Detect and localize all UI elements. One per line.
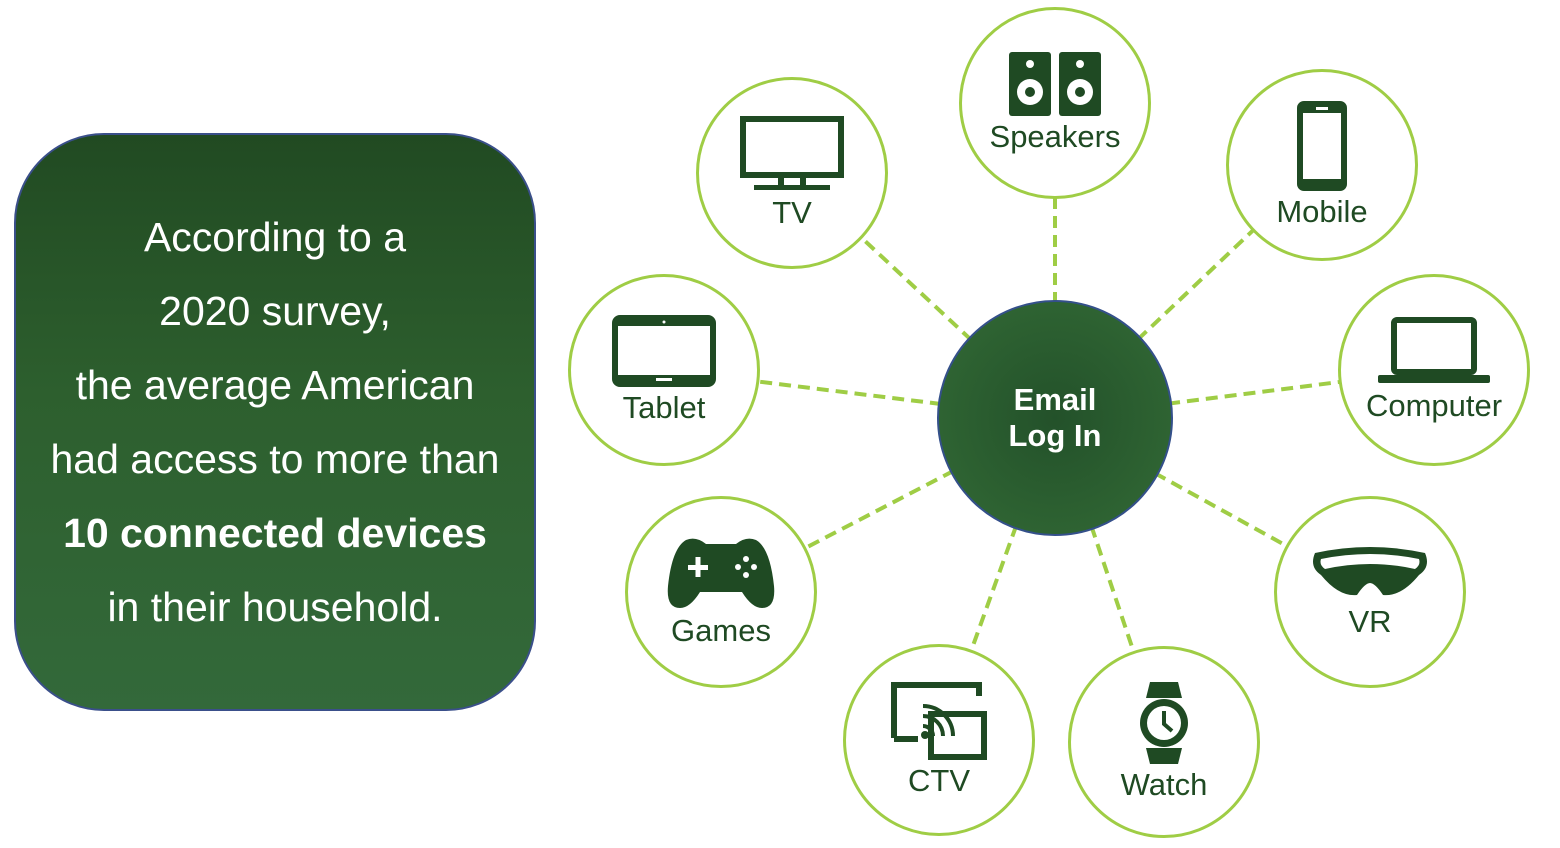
cast-screen-icon <box>891 682 987 760</box>
info-line: According to a <box>143 214 407 260</box>
gamepad-icon <box>667 538 775 608</box>
email-login-hub: Email Log In <box>937 300 1173 536</box>
vr-headset-icon <box>1313 547 1427 596</box>
hub-line-2: Log In <box>1008 418 1102 453</box>
device-node-computer: Computer <box>1338 274 1530 466</box>
device-node-mobile: Mobile <box>1226 69 1418 261</box>
device-label: Games <box>671 613 771 648</box>
speakers-icon <box>1009 52 1101 116</box>
device-node-tablet: Tablet <box>568 274 760 466</box>
tablet-icon <box>612 315 716 387</box>
mobile-icon <box>1297 101 1347 191</box>
info-line: had access to more than <box>50 436 500 482</box>
device-label: VR <box>1348 604 1392 639</box>
device-node-tv: TV <box>696 77 888 269</box>
hub-line-1: Email <box>1013 382 1097 417</box>
device-node-games: Games <box>625 496 817 688</box>
info-line: the average American <box>75 362 475 408</box>
info-line: 2020 survey, <box>159 288 391 334</box>
device-node-vr: VR <box>1274 496 1466 688</box>
device-label: CTV <box>908 763 970 798</box>
device-label: Mobile <box>1276 194 1368 229</box>
device-label: Computer <box>1365 388 1503 423</box>
info-highlight: 10 connected devices <box>63 510 487 556</box>
info-line: in their household. <box>107 584 443 630</box>
watch-icon <box>1140 682 1188 764</box>
device-label: Speakers <box>989 119 1121 154</box>
laptop-icon <box>1378 317 1490 383</box>
device-node-watch: Watch <box>1068 646 1260 838</box>
device-label: TV <box>772 195 812 230</box>
device-label: Tablet <box>622 390 706 425</box>
survey-info-box: According to a 2020 survey, the average … <box>14 133 536 711</box>
device-node-speakers: Speakers <box>959 7 1151 199</box>
device-label: Watch <box>1120 767 1208 802</box>
device-node-ctv: CTV <box>843 644 1035 836</box>
tv-icon <box>740 116 844 190</box>
